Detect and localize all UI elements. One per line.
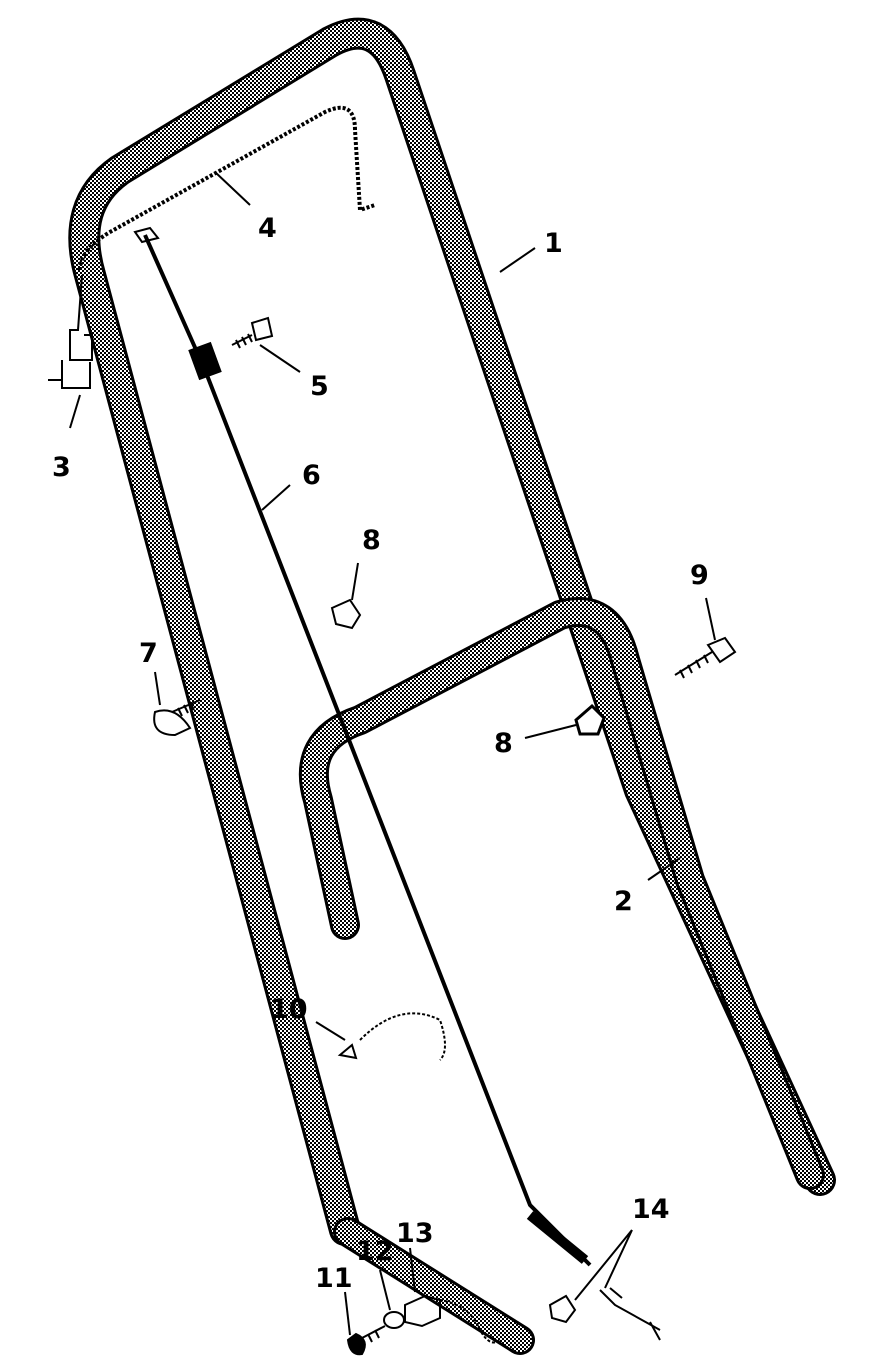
leader-line-14	[574, 1229, 633, 1301]
callout-5: 5	[310, 371, 329, 402]
cable-tie-part	[337, 1012, 446, 1061]
callout-10: 10	[270, 994, 308, 1025]
callout-3: 3	[52, 452, 71, 483]
leader-line-9	[705, 597, 716, 641]
leader-line-7	[154, 671, 161, 706]
callout-13: 13	[396, 1218, 434, 1249]
leader-line-2	[647, 857, 681, 881]
callout-7: 7	[139, 638, 158, 669]
leader-line-6	[261, 484, 291, 511]
leader-line-11	[344, 1291, 351, 1336]
callout-2: 2	[614, 886, 633, 917]
leader-line-8a	[351, 562, 359, 601]
leader-line-12	[379, 1269, 391, 1311]
leader-line-3	[69, 394, 81, 429]
knob-nut-upper-part	[330, 598, 362, 630]
control-cable-part	[133, 226, 592, 1267]
leader-line-13	[409, 1247, 416, 1293]
cable-clip-screw-part	[231, 316, 274, 349]
upper-handle-part	[68, 17, 836, 1355]
leader-lines	[69, 171, 716, 1336]
lower-hardware-parts	[346, 1287, 661, 1356]
callout-8-lower: 8	[494, 728, 513, 759]
callout-8-upper: 8	[362, 525, 381, 556]
lower-handle-part	[298, 597, 825, 1190]
control-bail-part	[78, 105, 376, 271]
callout-11: 11	[315, 1263, 353, 1294]
callout-9: 9	[690, 560, 709, 591]
callout-14: 14	[632, 1194, 670, 1225]
leader-line-10	[315, 1021, 346, 1041]
handle-bolt-part	[674, 636, 737, 679]
leader-line-1	[499, 247, 536, 273]
callout-12: 12	[356, 1236, 394, 1267]
leader-line-4	[214, 171, 251, 206]
callout-6: 6	[302, 460, 321, 491]
cable-bracket-part	[48, 274, 93, 389]
leader-line-8b	[524, 724, 577, 739]
callout-4: 4	[258, 213, 277, 244]
carriage-bolt-part	[153, 699, 201, 737]
knob-nut-lower-part	[574, 703, 606, 736]
leader-line-5	[259, 344, 301, 373]
callout-1: 1	[544, 228, 563, 259]
